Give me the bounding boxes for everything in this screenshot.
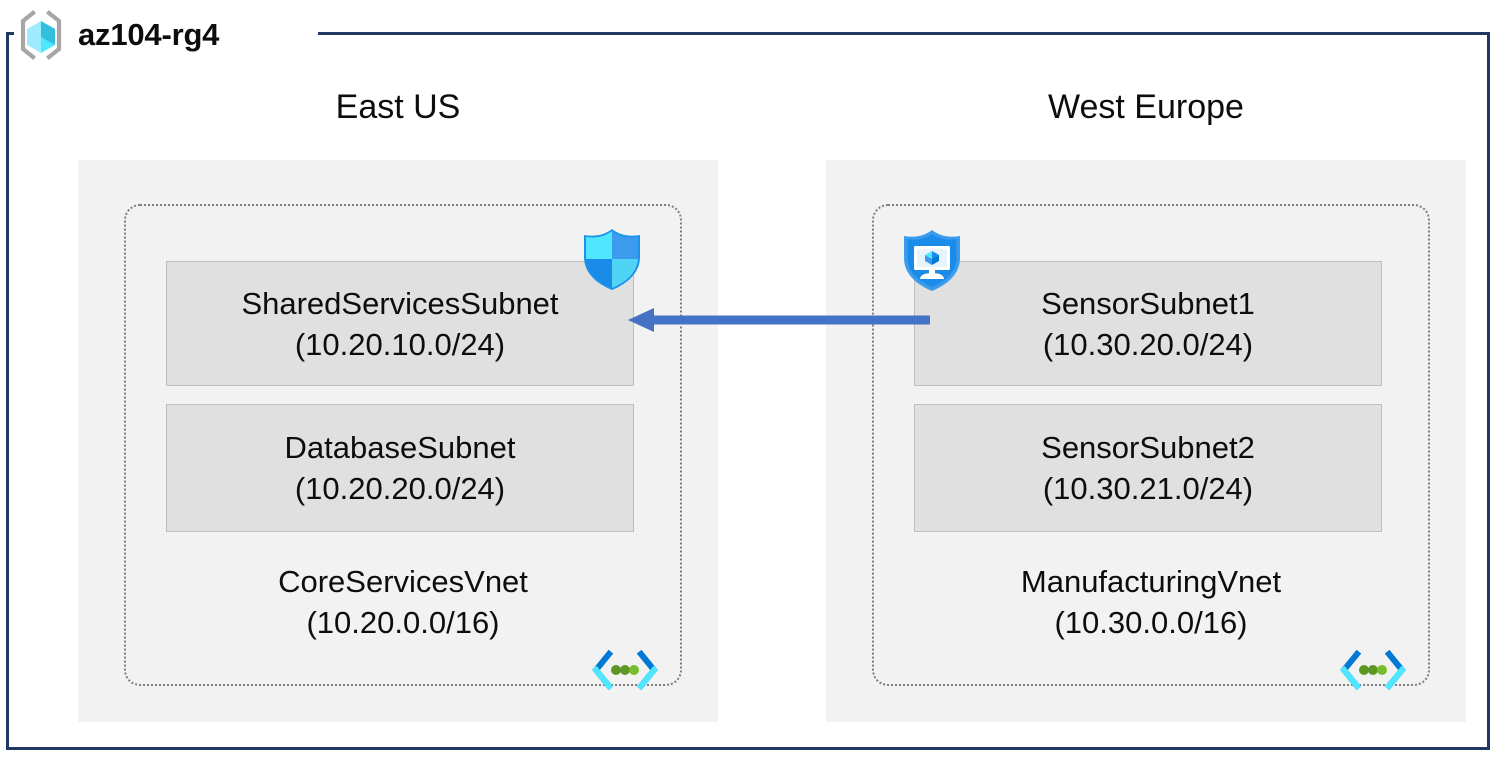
region-label-east-us: East US <box>335 88 461 126</box>
subnet-name: SensorSubnet1 <box>1041 285 1255 321</box>
resource-group-frame-line-segment <box>318 32 404 35</box>
vnet-coreservicesvnet[interactable]: SharedServicesSubnet (10.20.10.0/24) Dat… <box>124 204 682 690</box>
bastion-shield-monitor-icon <box>904 230 960 291</box>
region-label-west-europe: West Europe <box>1048 88 1244 126</box>
region-west-europe: West Europe <box>826 0 1466 758</box>
vnet-cidr-coreservicesvnet: (10.20.0.0/16) <box>306 605 500 640</box>
vnet-cidr-manufacturingvnet: (10.30.0.0/16) <box>1054 605 1248 640</box>
subnet-sharedservicessubnet[interactable]: SharedServicesSubnet (10.20.10.0/24) <box>166 261 634 386</box>
peering-arrow-left-icon <box>628 308 930 332</box>
vnet-name-coreservicesvnet: CoreServicesVnet <box>278 564 528 599</box>
vnet-name-manufacturingvnet: ManufacturingVnet <box>1020 564 1282 599</box>
region-east-us: East US <box>78 0 718 758</box>
subnet-name: DatabaseSubnet <box>284 430 516 465</box>
resource-group-title: az104-rg4 <box>14 10 219 60</box>
vnet-manufacturingvnet[interactable]: SensorSubnet1 (10.30.20.0/24) SensorSubn… <box>872 204 1430 690</box>
resource-group-name: az104-rg4 <box>78 17 220 52</box>
vnet-icon <box>592 650 658 690</box>
resource-group-cube-icon <box>20 10 62 60</box>
shield-icon <box>584 229 640 290</box>
subnet-cidr: (10.20.20.0/24) <box>294 471 506 506</box>
subnet-sensorsubnet2[interactable]: SensorSubnet2 (10.30.21.0/24) <box>914 404 1382 532</box>
resource-group-title-gap <box>14 14 404 56</box>
subnet-databasesubnet[interactable]: DatabaseSubnet (10.20.20.0/24) <box>166 404 634 532</box>
vnet-icon <box>1340 650 1406 690</box>
resource-group-frame <box>6 32 1490 750</box>
subnet-cidr: (10.30.20.0/24) <box>1042 326 1254 362</box>
subnet-sensorsubnet1[interactable]: SensorSubnet1 (10.30.20.0/24) <box>914 261 1382 386</box>
subnet-name: SharedServicesSubnet <box>241 285 559 321</box>
subnet-cidr: (10.30.21.0/24) <box>1042 471 1254 506</box>
subnet-name: SensorSubnet2 <box>1041 430 1255 465</box>
subnet-cidr: (10.20.10.0/24) <box>294 326 506 362</box>
